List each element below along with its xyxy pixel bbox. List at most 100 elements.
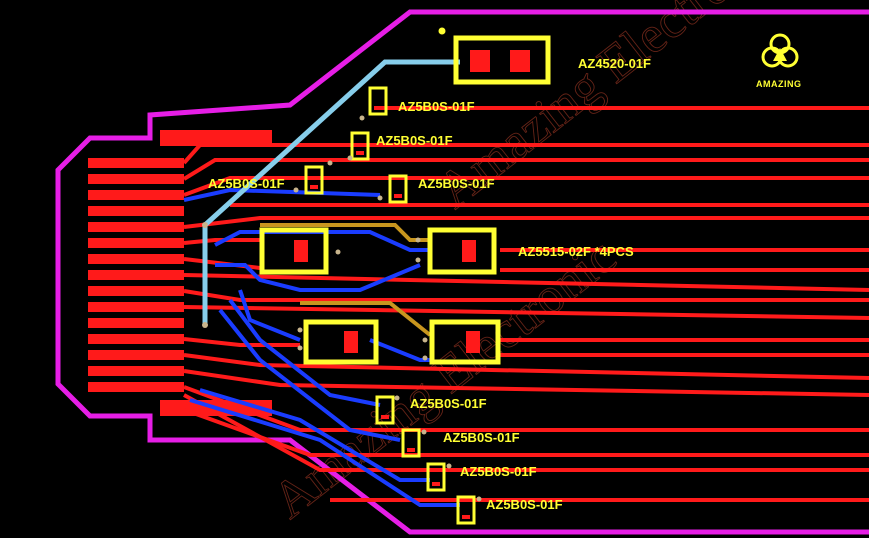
az5b0s-2-outline	[350, 131, 370, 161]
pad-13	[88, 350, 184, 360]
pad-3	[88, 190, 184, 200]
blue-trace-6	[218, 308, 401, 442]
blue-traces	[183, 187, 460, 507]
label-az5b0s-6: AZ5B0S-01F	[443, 430, 520, 445]
component-az5b0s-4	[388, 174, 408, 204]
pad-10	[88, 302, 184, 312]
light-blue-trace	[202, 59, 460, 325]
via	[394, 395, 400, 401]
az5b0s-2-pad	[356, 151, 364, 155]
az5b0s-7-pad	[432, 482, 440, 486]
pad-1	[88, 158, 184, 168]
via	[327, 160, 333, 166]
component-az5b0s-6	[401, 428, 421, 458]
az4520-outline	[453, 35, 551, 85]
red-trace-17	[183, 353, 869, 380]
az5b0s-4-outline	[388, 174, 408, 204]
via	[377, 195, 383, 201]
pad-7	[88, 254, 184, 264]
label-az5b0s-8: AZ5B0S-01F	[486, 497, 563, 512]
pad-4	[88, 206, 184, 216]
blue-trace-3	[215, 263, 421, 292]
label-az5b0s-2: AZ5B0S-01F	[376, 133, 453, 148]
via	[422, 337, 428, 343]
az5b0s-6-outline	[401, 428, 421, 458]
via	[421, 429, 427, 435]
az5515-4-outline	[429, 319, 501, 365]
component-az5515-2	[427, 227, 497, 275]
az5515-4-pad	[466, 331, 480, 353]
component-az5515-3	[303, 319, 379, 365]
amazing-logo-icon	[761, 33, 799, 68]
az5b0s-8-pad	[462, 515, 470, 519]
via	[297, 327, 303, 333]
via	[476, 496, 482, 502]
az5515-1-pad	[294, 240, 308, 262]
red-trace-7	[183, 238, 260, 245]
red-traces	[182, 106, 869, 502]
component-az4520	[438, 27, 551, 85]
via	[415, 237, 421, 243]
via	[202, 322, 208, 328]
az5b0s-1-pad	[374, 106, 382, 110]
red-trace-3	[182, 158, 869, 181]
az4520-pad-right	[510, 50, 530, 72]
az5515-2-pad	[462, 240, 476, 262]
via	[293, 187, 299, 193]
label-az5b0s-4: AZ5B0S-01F	[418, 176, 495, 191]
az5b0s-5-pad	[381, 415, 389, 419]
component-az5b0s-1	[368, 86, 388, 116]
az5515-3-pad	[344, 331, 358, 353]
component-labels: AZ4520-01F AZ5B0S-01F AZ5B0S-01F AZ5B0S-…	[208, 56, 651, 512]
logo-triangle	[773, 48, 787, 61]
components	[259, 27, 551, 525]
label-az4520: AZ4520-01F	[578, 56, 651, 71]
az5515-2-outline	[427, 227, 497, 275]
az4520-pad-left	[470, 50, 490, 72]
label-az5b0s-7: AZ5B0S-01F	[460, 464, 537, 479]
gold-trace-2	[300, 301, 432, 337]
watermark: Amazing Electronic Amazing Electronic	[262, 0, 792, 530]
az5515-1-outline	[259, 227, 329, 275]
pad-9	[88, 286, 184, 296]
red-trace-13	[183, 305, 869, 320]
az5b0s-6-pad	[407, 448, 415, 452]
blue-trace-7	[199, 388, 430, 482]
via	[335, 249, 341, 255]
blue-trace-5	[228, 298, 381, 407]
pad-14	[88, 366, 184, 376]
az5b0s-4-pad	[394, 194, 402, 198]
label-az5515: AZ5515-02F *4PCS	[518, 244, 634, 259]
az4520-via	[438, 27, 446, 35]
vias	[202, 115, 482, 502]
blue-trace-4	[238, 289, 301, 342]
red-trace-21	[184, 408, 869, 457]
connector-top-tab	[160, 130, 272, 146]
red-trace-19	[183, 385, 869, 432]
blue-trace-8	[189, 398, 460, 507]
label-az5b0s-5: AZ5B0S-01F	[410, 396, 487, 411]
pad-5	[88, 222, 184, 232]
component-az5b0s-8	[456, 495, 476, 525]
blue-trace-1	[183, 187, 381, 202]
red-trace-20	[183, 393, 869, 472]
az5515-3-outline	[303, 319, 379, 365]
pad-2	[88, 174, 184, 184]
pad-12	[88, 334, 184, 344]
logo-text: AMAZING	[756, 79, 802, 89]
az5b0s-7-outline	[426, 462, 446, 492]
via	[359, 115, 365, 121]
via	[415, 257, 421, 263]
pad-6	[88, 238, 184, 248]
via	[347, 155, 353, 161]
blue-trace-9	[369, 338, 430, 362]
component-az5b0s-3	[304, 165, 324, 195]
label-az5b0s-1: AZ5B0S-01F	[398, 99, 475, 114]
red-trace-15	[183, 337, 300, 347]
via	[446, 463, 452, 469]
pad-8	[88, 270, 184, 280]
az5b0s-3-pad	[310, 185, 318, 189]
blue-trace-2	[214, 230, 430, 252]
via	[297, 345, 303, 351]
